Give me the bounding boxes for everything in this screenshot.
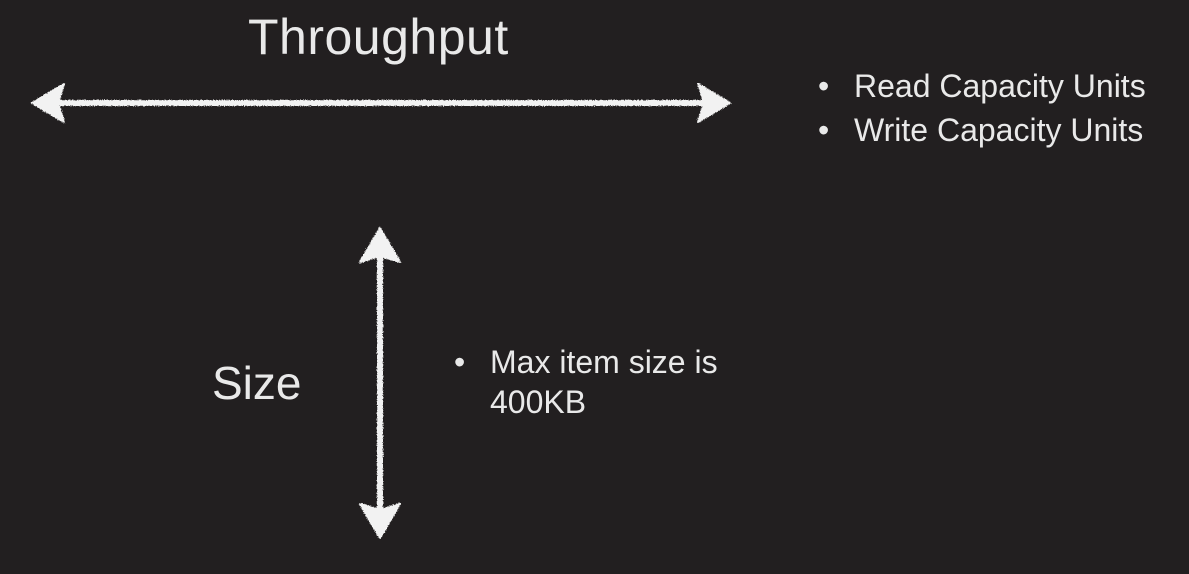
max-item-size-text: Max item size is 400KB bbox=[490, 344, 718, 420]
list-item: • Read Capacity Units bbox=[818, 64, 1146, 108]
read-capacity-units-text: Read Capacity Units bbox=[854, 68, 1146, 104]
throughput-title: Throughput bbox=[248, 9, 509, 65]
list-item: • Max item size is 400KB bbox=[454, 342, 770, 422]
bullet-dot-icon: • bbox=[818, 68, 830, 104]
size-double-arrow-icon bbox=[359, 227, 401, 539]
throughput-bullet-list: • Read Capacity Units • Write Capacity U… bbox=[818, 64, 1146, 152]
throughput-arrow-left-head bbox=[31, 83, 65, 123]
write-capacity-units-text: Write Capacity Units bbox=[854, 112, 1144, 148]
list-item: • Write Capacity Units bbox=[818, 108, 1146, 152]
size-bullet-list: • Max item size is 400KB bbox=[454, 342, 770, 422]
throughput-arrow-right-head bbox=[697, 83, 731, 123]
bullet-dot-icon: • bbox=[454, 344, 466, 380]
size-title: Size bbox=[212, 357, 302, 409]
throughput-double-arrow-icon bbox=[31, 83, 731, 123]
bullet-dot-icon: • bbox=[818, 112, 830, 148]
size-arrow-bottom-head bbox=[359, 503, 401, 539]
size-arrow-top-head bbox=[359, 227, 401, 263]
